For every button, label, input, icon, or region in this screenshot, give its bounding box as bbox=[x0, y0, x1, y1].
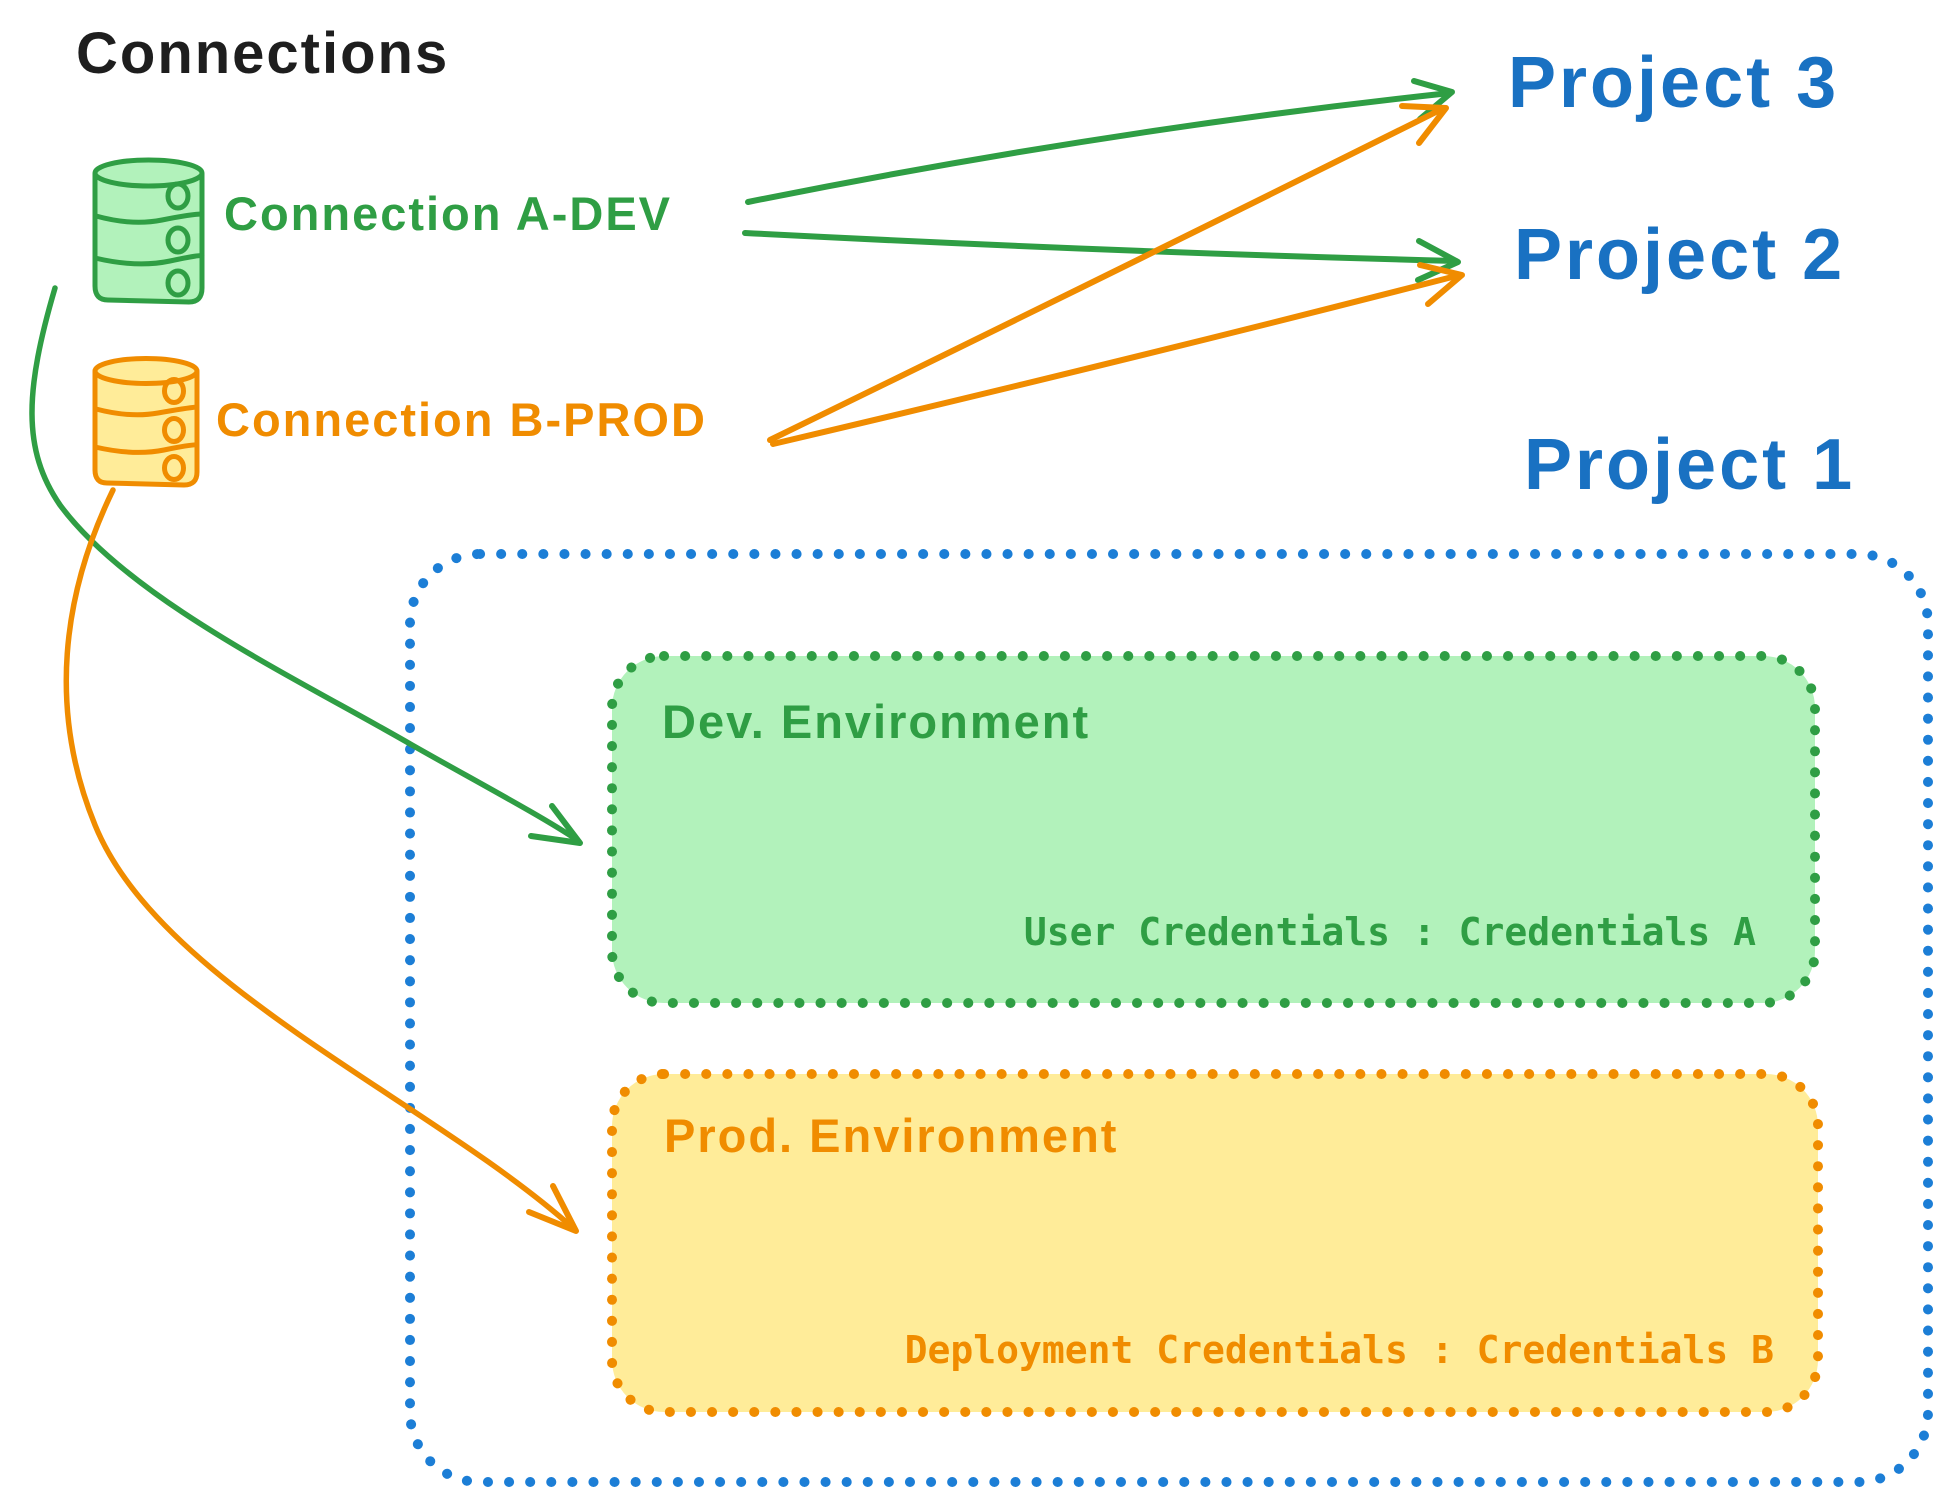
database-led bbox=[165, 268, 191, 298]
arrow-b-prod-to-project-2 bbox=[770, 272, 1463, 447]
arrowhead-a-dev-to-project-2 bbox=[1415, 238, 1461, 283]
database-divider bbox=[92, 253, 205, 267]
project-1-container-border bbox=[405, 549, 1933, 1487]
arrowhead-b-prod-to-project-3 bbox=[1399, 103, 1449, 146]
database-led bbox=[162, 416, 186, 444]
database-led bbox=[162, 454, 186, 482]
database-led bbox=[165, 181, 191, 211]
arrow-b-prod-to-prod-environment bbox=[63, 487, 576, 1231]
project-3-label: Project 3 bbox=[1508, 43, 1840, 123]
database-icon-b-prod bbox=[92, 356, 200, 488]
dev-environment-box bbox=[607, 651, 1820, 1008]
arrow-a-dev-to-project-3 bbox=[745, 90, 1453, 205]
database-top bbox=[92, 356, 200, 386]
dev-environment-credentials: User Credentials : Credentials A bbox=[1023, 910, 1756, 954]
database-led bbox=[162, 377, 186, 405]
database-led bbox=[165, 225, 191, 255]
database-divider bbox=[93, 211, 205, 225]
arrowhead-b-prod-to-prod-environment bbox=[526, 1183, 579, 1234]
arrowhead-a-dev-to-dev-environment bbox=[528, 803, 583, 846]
arrowhead-b-prod-to-project-2 bbox=[1417, 262, 1465, 307]
arrow-b-prod-to-project-3 bbox=[767, 105, 1447, 443]
green-arrows bbox=[29, 78, 1461, 846]
connection-b-prod-label: Connection B-PROD bbox=[216, 393, 707, 446]
diagram-title: Connections bbox=[76, 21, 450, 86]
database-divider bbox=[92, 442, 200, 455]
arrow-a-dev-to-dev-environment bbox=[29, 285, 580, 843]
database-icon-a-dev bbox=[92, 157, 205, 305]
orange-arrows bbox=[63, 103, 1465, 1234]
prod-environment-title: Prod. Environment bbox=[664, 1109, 1119, 1162]
project-2-label: Project 2 bbox=[1514, 215, 1846, 295]
project-1-label: Project 1 bbox=[1524, 425, 1856, 505]
prod-environment-credentials: Deployment Credentials : Credentials B bbox=[904, 1328, 1774, 1372]
connection-a-dev-label: Connection A-DEV bbox=[224, 187, 673, 240]
database-divider bbox=[93, 404, 200, 418]
prod-environment-box bbox=[607, 1069, 1823, 1417]
database-top bbox=[92, 157, 205, 189]
dev-environment-title: Dev. Environment bbox=[662, 695, 1091, 748]
arrow-a-dev-to-project-2 bbox=[742, 230, 1459, 264]
